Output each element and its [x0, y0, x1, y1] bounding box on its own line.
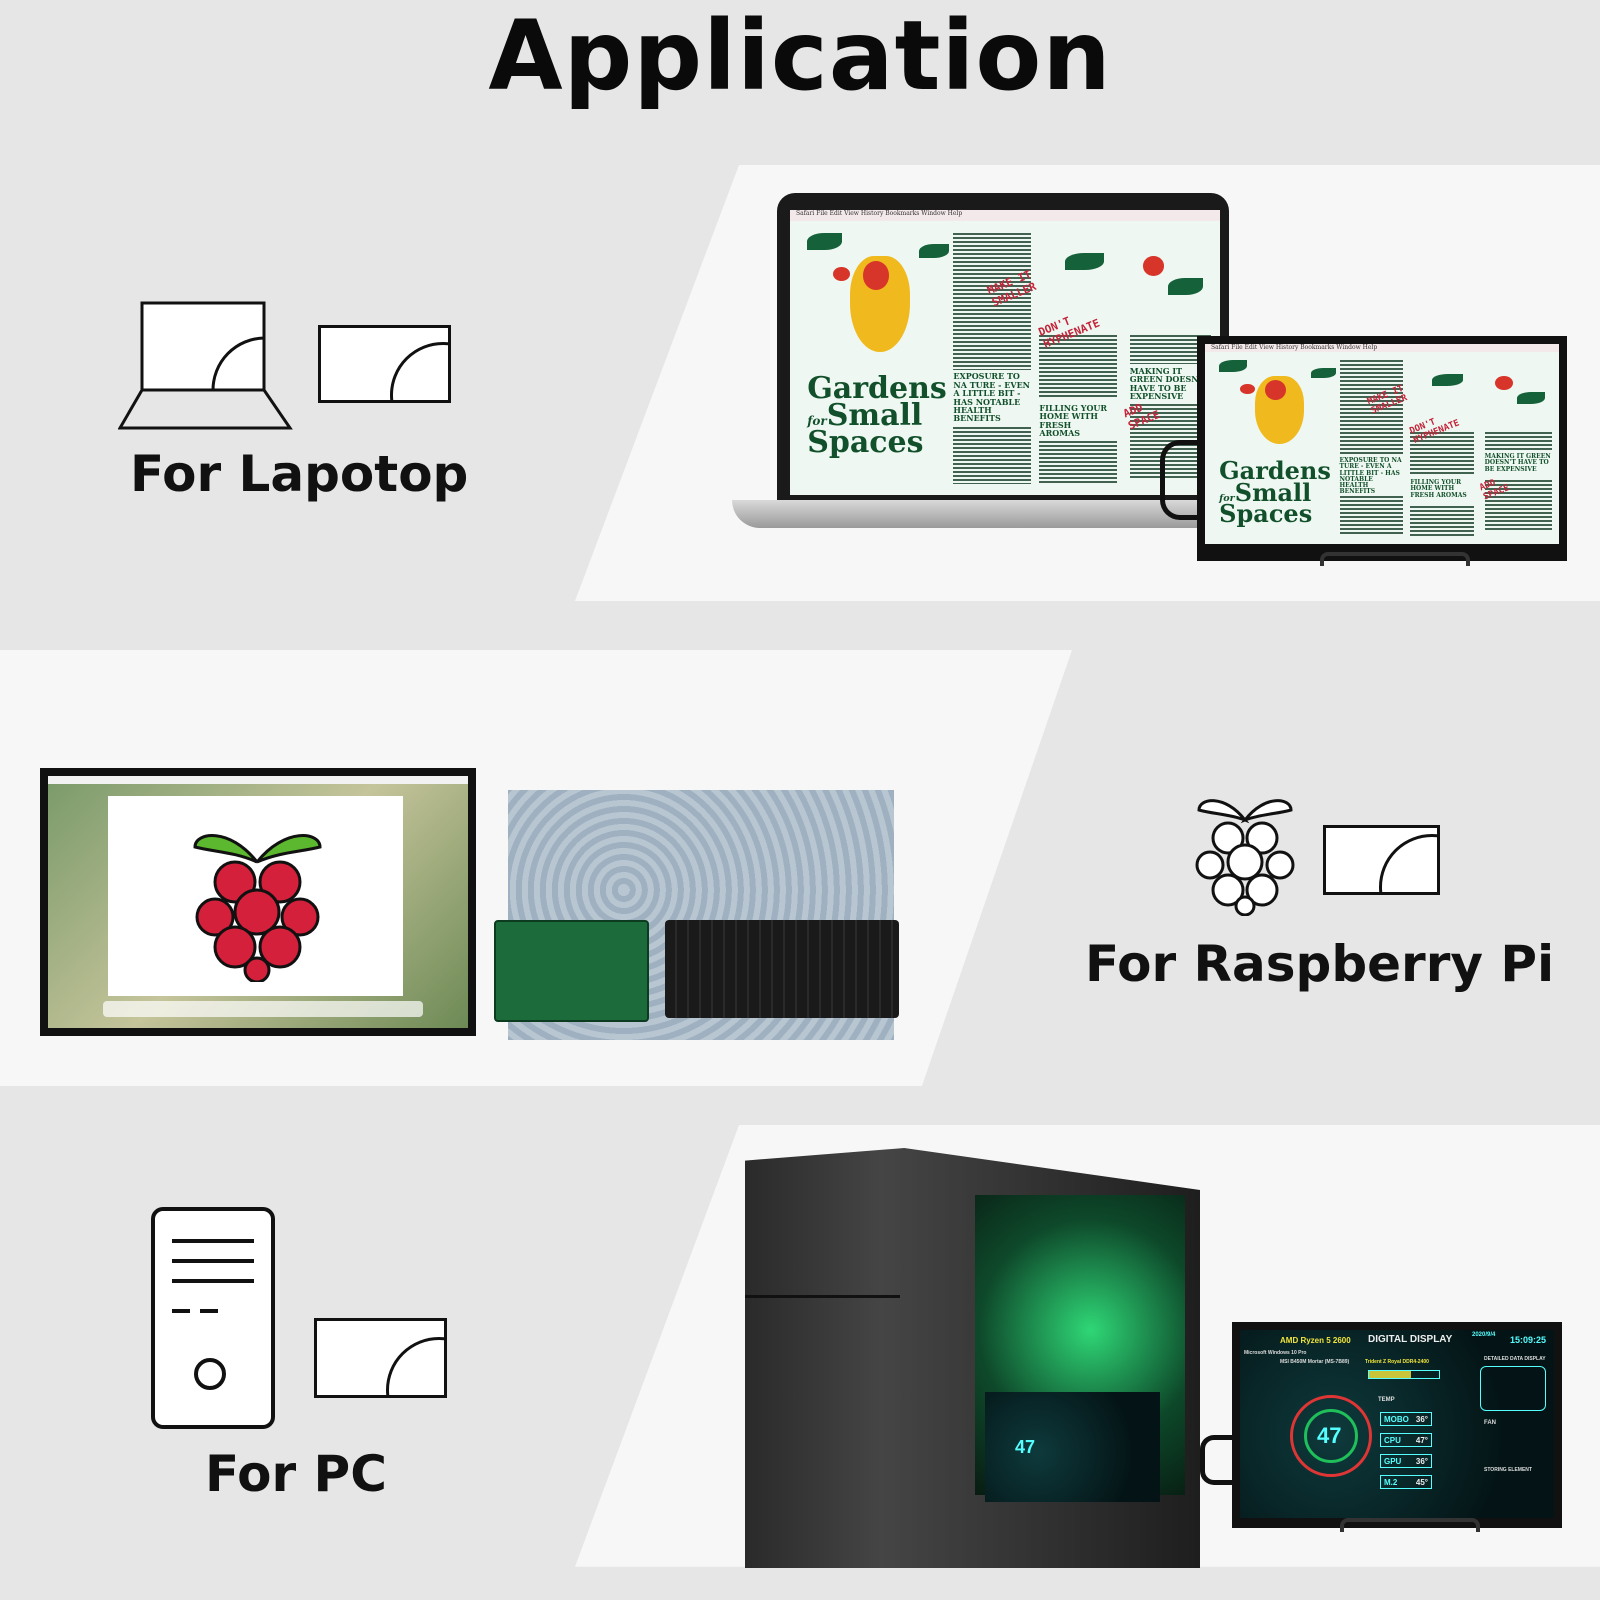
cpu-name: AMD Ryzen 5 2600 [1280, 1336, 1351, 1345]
leaf-illustration [1168, 278, 1203, 296]
date: 2020/9/4 [1472, 1332, 1496, 1338]
heading-aromas: FILLING YOUR HOME WITH FRESH AROMAS [1039, 402, 1108, 438]
internal-display: 47 [985, 1392, 1160, 1502]
text-column [1410, 432, 1475, 476]
storage-label: STORING ELEMENT [1484, 1467, 1532, 1473]
pc-tower-icon [151, 1207, 275, 1429]
flower-illustration [863, 261, 889, 290]
flower-illustration [1240, 384, 1255, 394]
heading-exposure: EXPOSURE TO NA TURE - EVEN A LITTLE BIT … [953, 371, 1030, 424]
os-name: Microsoft Windows 10 Pro [1244, 1350, 1307, 1356]
text-column [1410, 506, 1475, 536]
time: 15:09:25 [1510, 1335, 1547, 1345]
text-column [953, 426, 1031, 484]
heading-green: MAKING IT GREEN DOESN'T HAVE TO BE EXPEN… [1484, 453, 1551, 473]
text-column [953, 232, 1031, 370]
menu-bar: Safari File Edit View History Bookmarks … [1205, 344, 1559, 352]
portable-monitor-screen: Safari File Edit View History Bookmarks … [1205, 344, 1559, 544]
laptop-screen: Safari File Edit View History Bookmarks … [790, 210, 1220, 495]
leaf-illustration [919, 244, 950, 259]
detail-label: DETAILED DATA DISPLAY [1484, 1356, 1546, 1362]
flower-illustration [1142, 255, 1165, 276]
leaf-illustration [1311, 368, 1336, 378]
leaf-illustration [1516, 392, 1545, 404]
text-column [1484, 480, 1552, 532]
gauge-inner-ring [1304, 1409, 1358, 1463]
menu-bar: Safari File Edit View History Bookmarks … [790, 210, 1220, 222]
text-column [1484, 432, 1552, 452]
heading-green: MAKING IT GREEN DOESN'T HAVE TO BE EXPEN… [1129, 365, 1207, 401]
text-column [1039, 335, 1117, 399]
display-icon [318, 325, 451, 403]
board-name: MSI B450M Mortar (MS-7B89) [1280, 1359, 1350, 1365]
usb-cable [1160, 440, 1200, 520]
internal-gauge-value: 47 [1015, 1437, 1036, 1457]
raspberry-pi-icon [1195, 799, 1295, 916]
display-title: DIGITAL DISPLAY [1368, 1334, 1453, 1345]
taskbar-top [48, 776, 468, 784]
fan-label: FAN [1484, 1420, 1496, 1426]
display-icon [314, 1318, 447, 1398]
pc-case-front-split [745, 1295, 900, 1298]
section-label-laptop: For Lapotop [130, 445, 469, 503]
temp-label: TEMP [1378, 1397, 1395, 1403]
section-label-pc: For PC [205, 1445, 387, 1503]
section-label-raspberry-pi: For Raspberry Pi [1085, 935, 1555, 993]
leaf-illustration [807, 232, 842, 250]
monitor-stand [1340, 1518, 1480, 1532]
laptop-icon [118, 301, 293, 430]
flower-illustration [1495, 376, 1513, 390]
gauge-ring [1290, 1395, 1372, 1477]
text-column [1339, 360, 1404, 456]
flower-illustration [1265, 380, 1287, 400]
raspberry-pi-logo [193, 834, 322, 982]
heading-exposure: EXPOSURE TO NA TURE - EVEN A LITTLE BIT … [1339, 457, 1402, 496]
leaf-illustration [1219, 360, 1248, 372]
ram-name: Trident Z Royal DDR4-2400 [1365, 1359, 1429, 1365]
dock [103, 1001, 423, 1017]
flower-illustration [833, 267, 851, 282]
ram-usage-bar [1368, 1370, 1440, 1379]
page-title: Application [488, 0, 1112, 112]
raspberry-pi-board [494, 920, 649, 1022]
gauge-value: 47 [1317, 1423, 1342, 1448]
text-column [1339, 496, 1404, 536]
display-icon [1323, 825, 1440, 895]
digital-display-screen: AMD Ryzen 5 2600 DIGITAL DISPLAY 2020/9/… [1240, 1330, 1554, 1518]
leaf-illustration [1065, 252, 1104, 270]
leaf-illustration [1431, 374, 1464, 386]
text-column [1039, 440, 1117, 484]
driver-board [665, 920, 899, 1018]
usb-cable [1200, 1435, 1234, 1485]
monitor-stand [1320, 552, 1470, 566]
heading-aromas: FILLING YOUR HOME WITH FRESH AROMAS [1410, 479, 1467, 499]
detail-panel [1480, 1366, 1546, 1411]
